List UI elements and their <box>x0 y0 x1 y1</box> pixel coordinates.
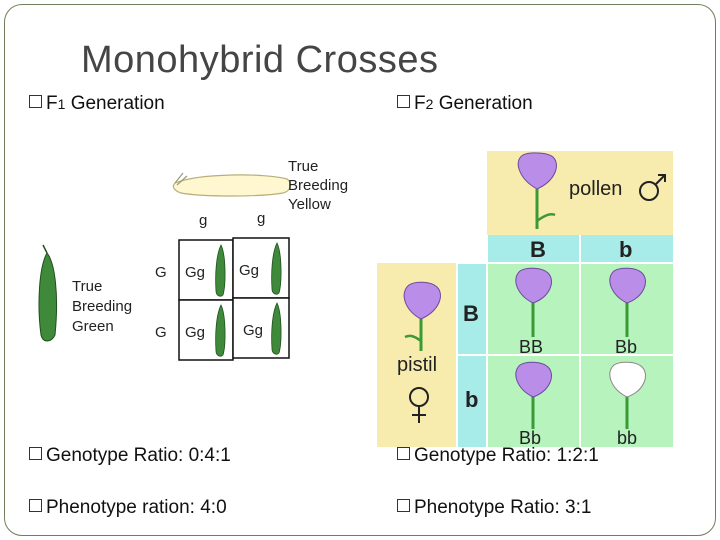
pollen-flower-icon <box>517 152 557 229</box>
slide: Monohybrid Crosses F1 Generation F2 Gene… <box>4 4 716 536</box>
allele-side: b <box>465 387 478 412</box>
f1-heading: F1 Generation <box>29 93 165 115</box>
f1-genotype-ratio: Genotype Ratio: 0:4:1 <box>29 445 231 467</box>
allele-side: G <box>155 264 167 281</box>
slide-title: Monohybrid Crosses <box>81 39 439 81</box>
pollen-label: pollen <box>569 178 622 200</box>
f2-phenotype-ratio: Phenotype Ratio: 3:1 <box>397 497 591 519</box>
yellow-label-line: True <box>288 158 318 175</box>
yellow-pea-pod-icon <box>172 174 292 197</box>
white-flower-icon <box>609 361 646 429</box>
punnett-cell: Bb <box>519 428 541 447</box>
allele-side: G <box>155 324 167 341</box>
green-pea-pod-icon <box>271 302 282 355</box>
punnett-cell: bb <box>617 428 637 447</box>
yellow-label-line: Breeding <box>288 177 348 194</box>
bb-flower-icon <box>609 267 646 337</box>
allele-side: B <box>463 301 479 326</box>
punnett-cell: Gg <box>185 264 205 281</box>
green-label-line: True <box>72 278 102 295</box>
yellow-label-line: Yellow <box>288 196 331 213</box>
punnett-cell: Gg <box>243 322 263 339</box>
bb-flower-icon <box>515 267 552 337</box>
female-symbol-icon <box>409 387 429 423</box>
allele-top: B <box>530 237 546 262</box>
green-label-line: Breeding <box>72 298 132 315</box>
punnett-cell: Gg <box>239 262 259 279</box>
checkbox-bullet-icon <box>397 499 410 512</box>
green-pea-pod-icon <box>38 252 58 342</box>
male-symbol-icon <box>639 174 666 201</box>
allele-top: b <box>619 237 632 262</box>
punnett-cell: BB <box>519 337 543 357</box>
allele-top: g <box>257 210 265 227</box>
f2-genotype-ratio: Genotype Ratio: 1:2:1 <box>397 445 599 467</box>
checkbox-bullet-icon <box>29 499 42 512</box>
f1-phenotype-ratio: Phenotype ration: 4:0 <box>29 497 227 519</box>
punnett-cell: Gg <box>185 324 205 341</box>
green-pea-pod-icon <box>215 304 226 357</box>
green-pea-pod-icon <box>215 244 226 297</box>
f2-heading: F2 Generation <box>397 93 533 115</box>
green-pea-pod-icon <box>271 242 282 295</box>
f1-punnett-figure: True Breeding Yellow g g True Breeding G… <box>38 158 348 361</box>
green-label-line: Green <box>72 318 114 335</box>
checkbox-bullet-icon <box>397 95 410 108</box>
checkbox-bullet-icon <box>29 447 42 460</box>
pistil-flower-icon <box>403 281 441 351</box>
pistil-label: pistil <box>397 354 437 376</box>
f2-punnett-figure: pollen B b B b pistil <box>377 151 673 447</box>
allele-top: g <box>199 212 207 229</box>
checkbox-bullet-icon <box>29 95 42 108</box>
bb-flower-icon <box>515 361 552 429</box>
punnett-cell: Bb <box>615 337 637 357</box>
checkbox-bullet-icon <box>397 447 410 460</box>
